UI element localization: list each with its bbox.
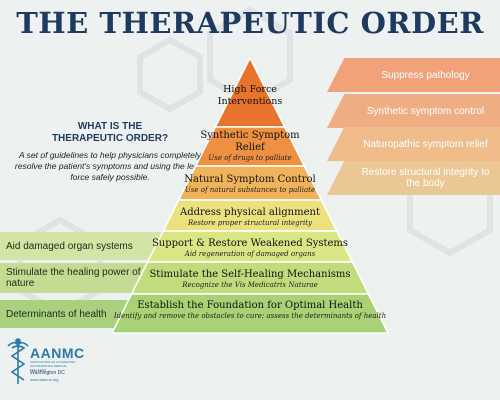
tier-5-text: Stimulate the Self-Healing Mechanisms Re… xyxy=(100,268,400,290)
right-label-text: Synthetic symptom control xyxy=(366,105,485,117)
tier-subtitle: Restore proper structural integrity xyxy=(187,219,312,227)
logo-url: www.aanmc.org xyxy=(30,377,59,382)
intro-heading: WHAT IS THE THERAPEUTIC ORDER? xyxy=(46,121,174,145)
logo-name: AANMC xyxy=(30,345,85,361)
right-label-suppress: Suppress pathology xyxy=(327,58,500,92)
tier-subtitle: Aid regeneration of damaged organs xyxy=(184,250,316,258)
tier-subtitle: Use of drugs to palliate xyxy=(208,154,292,162)
intro-heading-line1: WHAT IS THE xyxy=(77,121,143,132)
tier-title: Support & Restore Weakened Systems xyxy=(151,238,349,249)
tier-title: Establish the Foundation for Optimal Hea… xyxy=(137,300,363,311)
right-label-naturopathic: Naturopathic symptom relief xyxy=(327,127,500,161)
logo-subtitle: ASSOCIATION OF ACCREDITED NATUROPATHIC M… xyxy=(30,360,76,372)
caduceus-icon xyxy=(7,338,29,384)
tier-3-text: Address physical alignment Restore prope… xyxy=(100,206,400,228)
right-label-text: Restore structural integrity to the body xyxy=(361,167,490,189)
left-label-organ: Aid damaged organ systems xyxy=(0,232,178,260)
tier-0-text: High Force Interventions xyxy=(100,84,400,108)
page-title: THE THERAPEUTIC ORDER xyxy=(16,6,484,40)
left-label-text: Stimulate the healing power of nature xyxy=(6,267,141,289)
logo-location: Washington DC xyxy=(30,370,65,376)
tier-6-text: Establish the Foundation for Optimal Hea… xyxy=(100,299,400,321)
right-label-text: Naturopathic symptom relief xyxy=(363,138,488,150)
tier-subtitle: Recognize the Vis Medicatrix Naturae xyxy=(182,281,318,289)
tier-title: Natural Symptom Control xyxy=(184,174,316,185)
tier-title: Stimulate the Self-Healing Mechanisms xyxy=(149,269,351,280)
left-label-text: Aid damaged organ systems xyxy=(6,240,133,252)
tier-title: High Force Interventions xyxy=(217,84,283,107)
right-label-text: Suppress pathology xyxy=(381,69,470,81)
right-label-synthetic: Synthetic symptom control xyxy=(327,94,500,128)
intro-heading-line2: THERAPEUTIC ORDER? xyxy=(51,133,169,144)
tier-title: Synthetic Symptom Relief xyxy=(200,130,300,153)
pyramid-tier-6 xyxy=(110,293,390,334)
right-label-structural: Restore structural integrity to the body xyxy=(327,161,500,195)
tier-subtitle: Identify and remove the obstacles to cur… xyxy=(113,312,387,320)
tier-2-text: Natural Symptom Control Use of natural s… xyxy=(100,173,400,195)
intro-description: A set of guidelines to help physicians c… xyxy=(14,150,206,182)
tier-title: Address physical alignment xyxy=(180,207,320,218)
tier-4-text: Support & Restore Weakened Systems Aid r… xyxy=(100,237,400,259)
tier-subtitle: Use of natural substances to palliate xyxy=(184,186,316,194)
tier-1-text: Synthetic Symptom Relief Use of drugs to… xyxy=(100,130,400,163)
left-label-text: Determinants of health xyxy=(6,308,107,320)
